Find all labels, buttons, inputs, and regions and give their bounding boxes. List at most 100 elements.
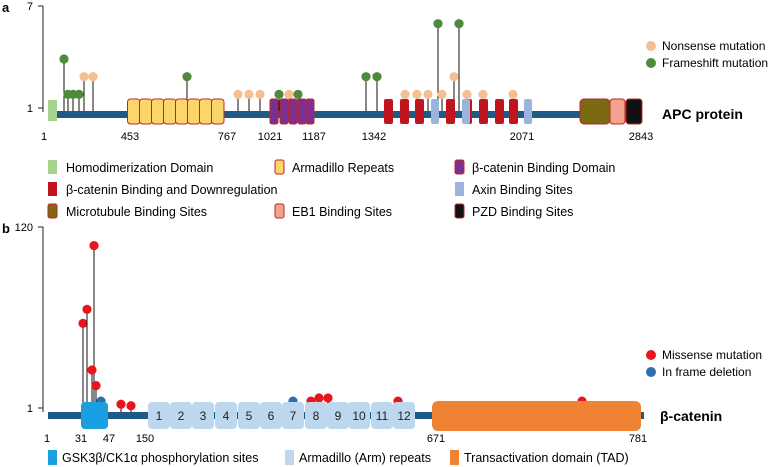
apc-frameshift-mutation [182, 72, 192, 82]
legend-swatch-microtubule [47, 203, 58, 219]
eb1-binding-site [609, 98, 626, 125]
legend-label-microtubule: Microtubule Binding Sites [66, 205, 207, 219]
legend-swatch-axin [455, 182, 464, 196]
panel-a-label: a [2, 0, 10, 15]
panel-a-lollipops [59, 19, 518, 112]
missense-legend-dot [646, 350, 656, 360]
apc-pos-1187: 1187 [302, 131, 326, 143]
arm-repeat-5 [238, 402, 260, 429]
apc-frameshift-mutation [433, 19, 443, 29]
legend-label-bcat-downregulation: β-catenin Binding and Downregulation [66, 183, 278, 197]
apc-nonsense-mutation [462, 89, 472, 99]
armadillo-repeat-4 [163, 98, 177, 125]
arm-repeat-7 [282, 402, 304, 429]
arm-repeat-12 [393, 402, 415, 429]
panel-b-y-min-label: 1 [27, 403, 33, 415]
apc-backbone [48, 111, 640, 118]
panel-a: a 7 1 1 453 767 1021 1187 1342 2071 2843… [2, 0, 768, 219]
arm-repeat-6 [260, 402, 282, 429]
bcat-missense-mutation [91, 380, 101, 391]
bcat-missense-mutation [87, 365, 97, 375]
apc-frameshift-mutation [74, 89, 84, 99]
apc-pos-767: 767 [218, 131, 236, 143]
panel-a-y-min-label: 1 [27, 103, 33, 115]
apc-frameshift-mutation [293, 89, 303, 99]
armadillo-repeat-1 [127, 98, 141, 125]
apc-nonsense-mutation [255, 89, 265, 99]
apc-nonsense-mutation [88, 72, 98, 82]
gsk3-phosphorylation-site [81, 402, 108, 429]
apc-pos-2843: 2843 [629, 131, 653, 143]
beta-catenin-downregulation-repeat-2 [400, 99, 409, 124]
arm-repeat-number: 9 [335, 409, 342, 423]
legend-swatch-arm [285, 450, 294, 465]
arm-repeat-4 [215, 402, 237, 429]
axin-binding-sites [431, 99, 532, 124]
nonsense-legend-label: Nonsense mutation [662, 39, 765, 53]
bcat-pos-781: 781 [629, 433, 647, 445]
legend-swatch-tad [450, 450, 459, 465]
legend-swatch-pzd [454, 203, 465, 219]
apc-nonsense-mutation [79, 72, 89, 82]
axin-binding-site-3 [524, 99, 532, 124]
apc-pos-453: 453 [121, 131, 139, 143]
beta-catenin-downregulation-repeat-6 [479, 99, 488, 124]
legend-swatch-armadillo [274, 159, 285, 175]
legend-label-axin: Axin Binding Sites [472, 183, 573, 197]
beta-catenin-downregulation-repeat-3 [415, 99, 424, 124]
bcat-missense-mutation [323, 393, 333, 403]
apc-pos-1021: 1021 [258, 131, 282, 143]
arm-repeat-number: 7 [290, 409, 297, 423]
legend-swatch-homodimerization [48, 160, 57, 174]
arm-repeat-number: 11 [376, 409, 389, 423]
legend-swatch-bcat-binding [454, 159, 465, 175]
beta-catenin-binding-repeat-3 [288, 98, 298, 125]
apc-pos-2071: 2071 [510, 131, 534, 143]
apc-frameshift-mutation [274, 89, 284, 99]
arm-repeat-2 [170, 402, 192, 429]
arm-repeat-10 [348, 402, 370, 429]
apc-nonsense-mutation [412, 89, 422, 99]
beta-catenin-downregulation-sites [384, 99, 518, 124]
armadillo-repeat-5 [175, 98, 189, 125]
armadillo-repeat-6 [187, 98, 201, 125]
arm-repeat-number: 10 [352, 409, 366, 423]
bcat-pos-150: 150 [136, 433, 154, 445]
apc-nonsense-mutation [449, 72, 459, 82]
armadillo-repeat-7 [199, 98, 213, 125]
beta-catenin-binding-repeat-4 [297, 98, 307, 125]
microtubule-binding-site [579, 98, 611, 125]
bcat-missense-mutation [89, 241, 99, 251]
legend-label-homodimerization: Homodimerization Domain [66, 161, 213, 175]
bcat-missense-mutation [82, 304, 92, 314]
apc-pos-1: 1 [41, 131, 47, 143]
legend-label-pzd: PZD Binding Sites [472, 205, 573, 219]
arm-repeat-number: 2 [178, 409, 185, 423]
legend-label-bcat-binding: β-catenin Binding Domain [472, 161, 615, 175]
apc-domain-legend: Homodimerization Domain Armadillo Repeat… [47, 159, 615, 219]
nonsense-legend-dot [646, 41, 656, 51]
bcat-missense-mutation [126, 401, 136, 411]
arm-repeat-number: 4 [223, 409, 230, 423]
panel-b-label: b [2, 221, 10, 236]
legend-swatch-bcat-downregulation [48, 182, 57, 196]
beta-catenin-downregulation-repeat-7 [495, 99, 504, 124]
apc-nonsense-mutation [437, 89, 447, 99]
armadillo-repeat-8 [211, 98, 225, 125]
armadillo-repeats [127, 98, 225, 125]
apc-frameshift-mutation [361, 72, 371, 82]
armadillo-repeat-3 [151, 98, 165, 125]
arm-repeat-1 [148, 402, 170, 429]
apc-pos-1342: 1342 [362, 131, 386, 143]
apc-frameshift-mutation [454, 19, 464, 29]
legend-label-tad: Transactivation domain (TAD) [464, 451, 629, 465]
apc-nonsense-mutation [233, 89, 243, 99]
bcat-domain-legend: GSK3β/CK1α phosphorylation sites Armadil… [48, 450, 629, 465]
apc-nonsense-mutation [244, 89, 254, 99]
bcat-missense-mutation [116, 399, 126, 409]
beta-catenin-downregulation-repeat-1 [384, 99, 393, 124]
arm-repeat-11 [371, 402, 393, 429]
bcat-missense-mutation [314, 393, 324, 403]
